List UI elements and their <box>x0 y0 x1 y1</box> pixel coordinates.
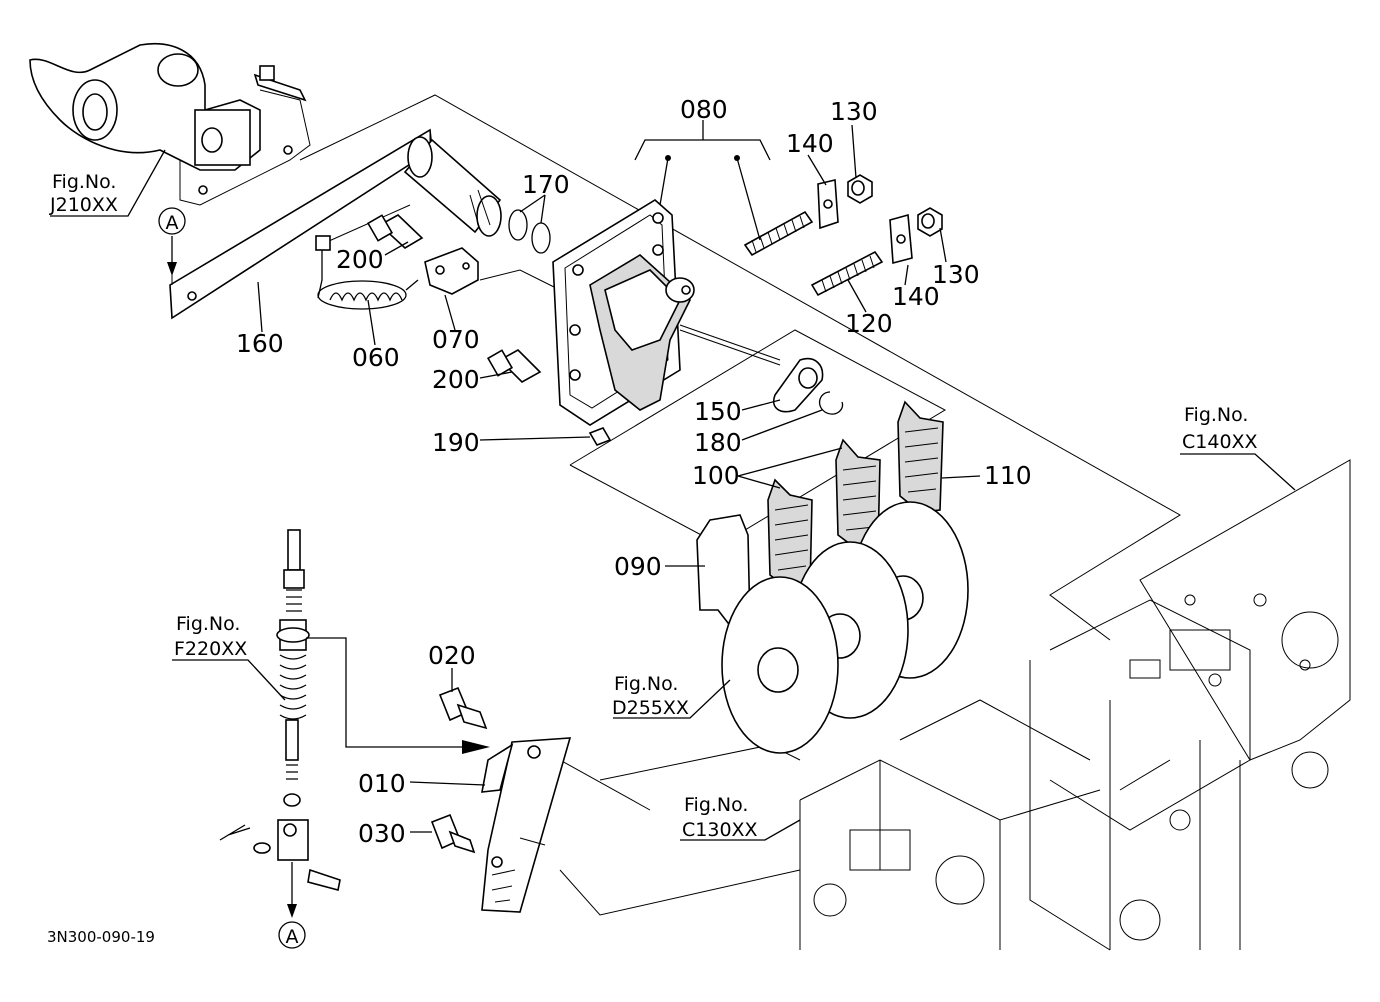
brake-discs <box>721 501 969 754</box>
figure-reference-c140: Fig.No. C140XX <box>1182 404 1258 453</box>
part-100-lining-b <box>835 438 881 551</box>
marker-a-top: A <box>158 207 186 276</box>
label-010: 010 <box>358 769 406 798</box>
part-010-plate <box>481 737 572 913</box>
part-140-plate-upper <box>817 179 839 230</box>
part-130-nut-lower <box>917 207 943 237</box>
label-030: 030 <box>358 819 406 848</box>
part-number-labels: 080 130 140 170 200 130 140 120 160 070 … <box>236 95 1032 848</box>
figure-reference-d255: Fig.No. D255XX <box>612 673 689 719</box>
fig-label: Fig.No. <box>1184 404 1248 426</box>
part-180-snap-ring <box>818 391 844 415</box>
control-cable <box>219 529 341 891</box>
fig-label: Fig.No. <box>614 673 678 695</box>
fig-code: C140XX <box>1182 431 1258 453</box>
label-180: 180 <box>694 428 742 457</box>
label-060: 060 <box>352 343 400 372</box>
label-200-upper: 200 <box>336 245 384 274</box>
label-130-lower: 130 <box>932 260 980 289</box>
part-200-bolt-lower <box>486 349 542 383</box>
part-190-pin <box>588 427 612 446</box>
marker-a-bottom: A <box>278 862 306 949</box>
label-020: 020 <box>428 641 476 670</box>
fig-code: F220XX <box>174 638 247 660</box>
part-070-bracket <box>424 247 479 295</box>
part-170-o-rings <box>508 209 551 254</box>
fig-label: Fig.No. <box>684 794 748 816</box>
label-170: 170 <box>522 170 570 199</box>
lift-housing-fragment <box>29 43 311 206</box>
leader-lines <box>50 120 1296 841</box>
part-120-stud <box>810 250 884 297</box>
fig-code: D255XX <box>612 697 689 719</box>
part-130-nut-upper <box>847 174 873 204</box>
part-080-stud <box>743 210 814 257</box>
part-140-plate-lower <box>889 213 913 265</box>
label-070: 070 <box>432 325 480 354</box>
part-200-bolt-upper <box>366 214 424 249</box>
fig-label: Fig.No. <box>52 171 116 193</box>
part-030-bolt <box>430 813 476 854</box>
label-090: 090 <box>614 552 662 581</box>
drawing-code: 3N300-090-19 <box>47 928 155 946</box>
part-020-bolt <box>438 686 488 730</box>
figure-reference-c130: Fig.No. C130XX <box>682 794 758 841</box>
label-100: 100 <box>692 461 740 490</box>
label-140-upper: 140 <box>786 129 834 158</box>
cover-plate-assembly <box>552 199 781 426</box>
fig-label: Fig.No. <box>176 613 240 635</box>
figure-reference-f220: Fig.No. F220XX <box>174 613 247 660</box>
label-150: 150 <box>694 397 742 426</box>
label-190: 190 <box>432 428 480 457</box>
label-200-lower: 200 <box>432 365 480 394</box>
label-080: 080 <box>680 95 728 124</box>
connection-arrow-f220 <box>306 637 490 754</box>
label-160: 160 <box>236 329 284 358</box>
transmission-case <box>799 459 1351 951</box>
label-110: 110 <box>984 461 1032 490</box>
label-130-upper: 130 <box>830 97 878 126</box>
marker-a-top-label: A <box>166 212 179 234</box>
figure-reference-j210: Fig.No. J210XX <box>49 171 118 216</box>
assembly-frame-lines <box>299 94 1181 916</box>
fig-code: J210XX <box>49 194 118 216</box>
label-120: 120 <box>845 309 893 338</box>
marker-a-bottom-label: A <box>286 926 299 948</box>
part-110-lining <box>897 400 944 513</box>
fig-code: C130XX <box>682 819 758 841</box>
splined-shaft <box>403 136 502 237</box>
label-140-lower: 140 <box>892 282 940 311</box>
part-150-cam <box>773 358 824 413</box>
part-060-spring <box>315 235 419 310</box>
